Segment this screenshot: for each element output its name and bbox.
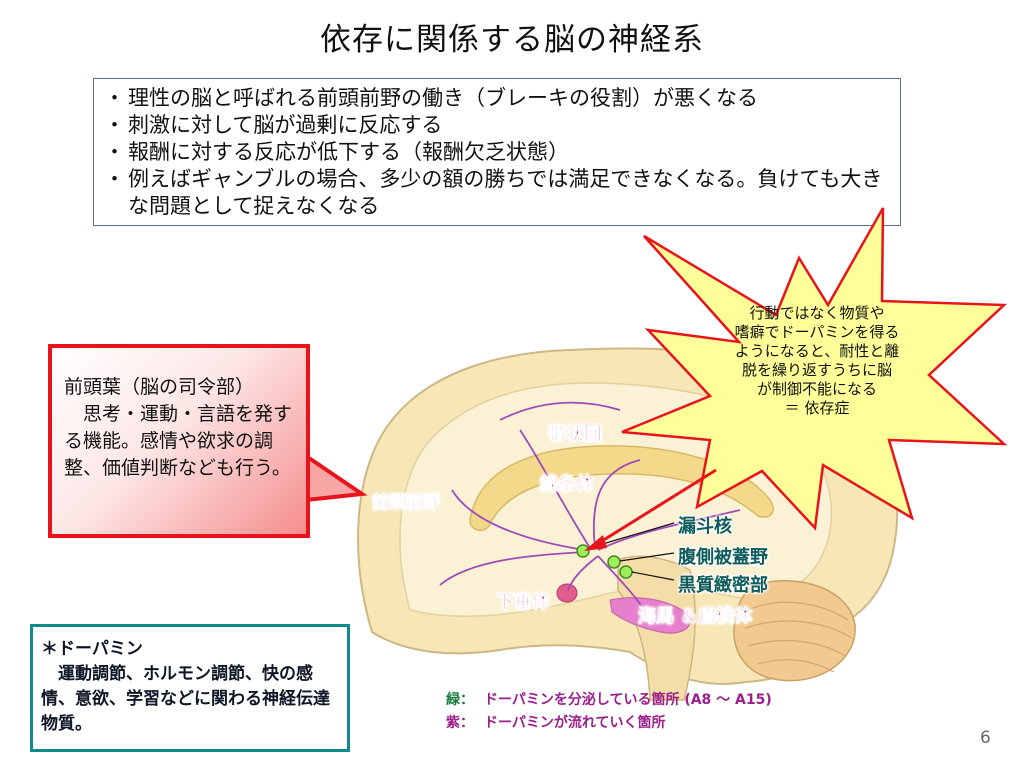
dopamine-source-dot — [607, 555, 621, 569]
label-hippocampus: 海馬 ＆扁桃体 — [638, 606, 753, 628]
starburst-line: 嗜癖でドーパミンを得る — [734, 323, 900, 341]
dopamine-source-dot — [619, 565, 633, 579]
callout-pointer — [304, 452, 368, 503]
cerebellum — [733, 580, 856, 682]
legend-purple: 紫： ドーパミンが流れていく箇所 — [446, 712, 665, 732]
starburst-line: 脱を繰り返すうちに脳 — [741, 361, 892, 379]
summary-box: 理性の脳と呼ばれる前頭前野の働き（ブレーキの役割）が悪くなる 刺激に対して脳が過… — [93, 78, 901, 226]
starburst-callout — [621, 207, 1008, 531]
starburst-text: 行動ではなく物質や 嗜癖でドーパミンを得る ようになると、耐性と離 脱を繰り返す… — [712, 304, 922, 418]
legend-purple-text: ドーパミンが流れていく箇所 — [484, 715, 666, 731]
bullet-item: 刺激に対して脳が過剰に反応する — [104, 112, 890, 139]
legend-green-key: 緑： — [446, 692, 474, 708]
legend-green-text: ドーパミンを分泌している箇所 (A8 ～ A15) — [484, 692, 772, 708]
definition-heading: ＊ドーパミン — [41, 639, 143, 659]
callout-heading: 前頭葉（脳の司令部） — [64, 376, 255, 398]
label-pituitary: 下垂体 — [496, 592, 551, 614]
bullet-item: 報酬に対する反応が低下する（報酬欠乏状態） — [104, 139, 890, 166]
hippocampus-shape — [609, 597, 692, 634]
label-vta: 腹側被蓋野 — [678, 547, 768, 568]
label-cingulate: 帯状回 — [548, 424, 603, 446]
callout-body: 思考・運動・言語を発する機能。感情や欲求の調整、価値判断なども行う。 — [64, 403, 293, 479]
arrow-head — [584, 535, 607, 551]
page-number: 6 — [980, 728, 991, 748]
starburst-line: 行動ではなく物質や — [749, 304, 885, 322]
page-title: 依存に関係する脳の神経系 — [320, 22, 704, 58]
starburst-line: が制御不能になる — [756, 380, 877, 398]
prefrontal-callout: 前頭葉（脳の司令部） 思考・運動・言語を発する機能。感情や欲求の調整、価値判断な… — [48, 344, 310, 538]
corpus-callosum — [469, 445, 774, 532]
legend-green: 緑： ドーパミンを分泌している箇所 (A8 ～ A15) — [446, 689, 772, 709]
pituitary-shape — [556, 583, 578, 603]
label-infundibulum: 漏斗核 — [678, 516, 732, 537]
dopamine-source-dot — [576, 544, 590, 558]
label-prefrontal: 前頭前野 — [372, 493, 441, 514]
legend-purple-key: 紫： — [446, 715, 474, 731]
callout-arrow — [593, 468, 717, 548]
dopamine-definition-box: ＊ドーパミン 運動調節、ホルモン調節、快の感情、意欲、学習などに関わる神経伝達物… — [30, 624, 350, 752]
starburst-line: ようになると、耐性と離 — [734, 342, 900, 360]
definition-body: 運動調節、ホルモン調節、快の感情、意欲、学習などに関わる神経伝達物質。 — [41, 664, 330, 734]
starburst-line: ＝ 依存症 — [784, 399, 850, 417]
label-substantia-nigra: 黒質緻密部 — [678, 575, 768, 596]
bullet-item: 理性の脳と呼ばれる前頭前野の働き（ブレーキの役割）が悪くなる — [104, 85, 890, 112]
label-striatum: 線条体 — [540, 474, 595, 496]
bullet-item: 例えばギャンブルの場合、多少の額の勝ちでは満足できなくなる。負けても大きな問題と… — [104, 166, 890, 220]
